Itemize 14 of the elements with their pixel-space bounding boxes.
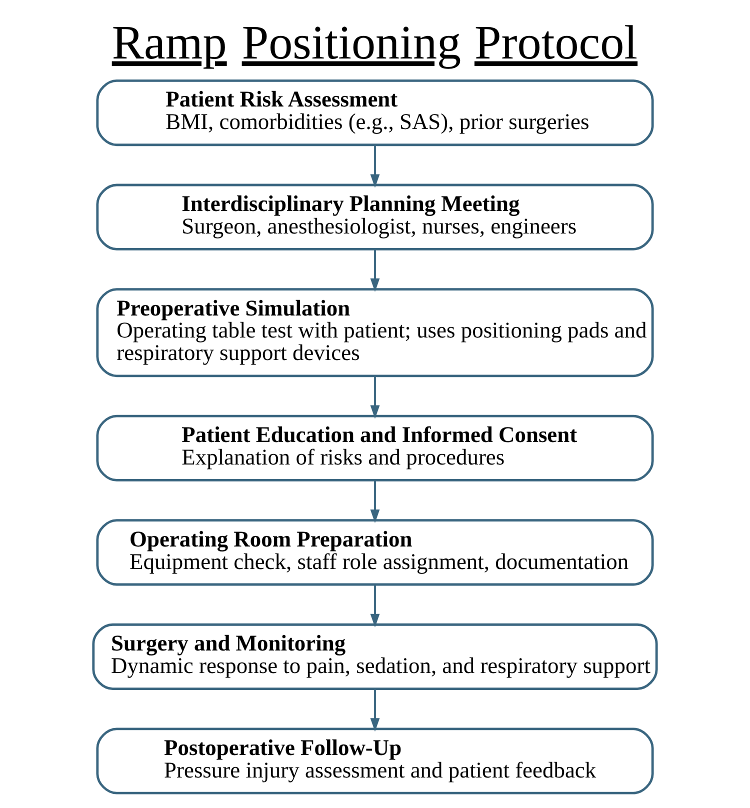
node-box: Preoperative Simulation Operating table test with patient; uses positioning pads and respiratory support devices bbox=[96, 288, 654, 378]
diagram-title: Ramp Positioning Protocol bbox=[112, 16, 638, 70]
arrow bbox=[370, 376, 380, 419]
arrow bbox=[370, 584, 380, 628]
arrow bbox=[370, 145, 380, 188]
node-box: Patient Risk Assessment BMI, comorbidities (e.g., SAS), prior surgeries bbox=[96, 80, 654, 146]
node-box: Postoperative Follow-Up Pressure injury assessment and patient feedback bbox=[96, 728, 654, 794]
node-box: Operating Room Preparation Equipment check, staff role assignment, documentation bbox=[96, 519, 654, 586]
node-box: Surgery and Monitoring Dynamic response to pain, sedation, and respiratory support bbox=[92, 623, 658, 690]
arrow bbox=[370, 249, 380, 292]
arrow bbox=[370, 689, 380, 732]
arrow bbox=[370, 480, 380, 524]
node-box: Patient Education and Informed Consent Explanation of risks and procedures bbox=[96, 414, 654, 482]
node-box: Interdisciplinary Planning Meeting Surgeon, anesthesiologist, nurses, engineers bbox=[96, 184, 654, 250]
